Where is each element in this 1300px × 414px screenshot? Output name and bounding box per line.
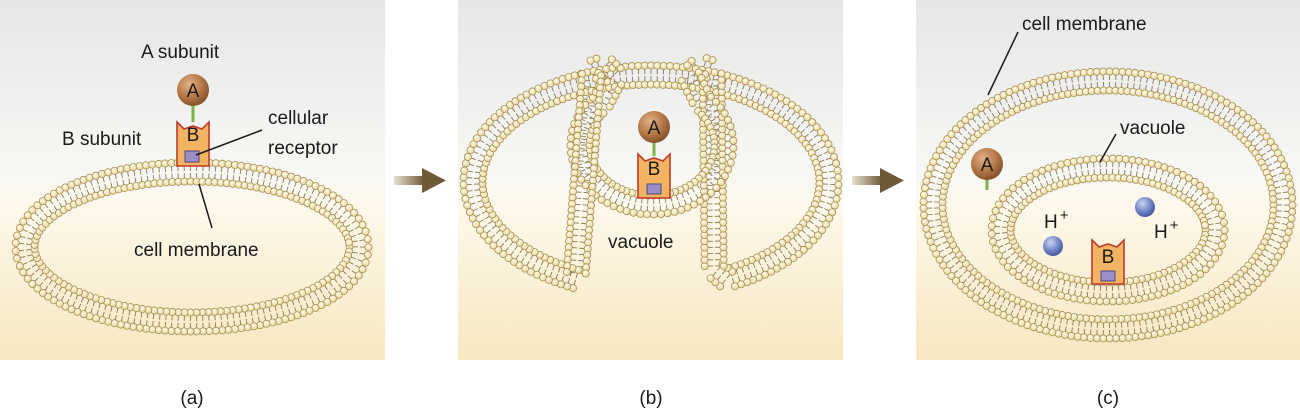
cell-membrane-label-c: cell membrane [1022, 14, 1147, 35]
caption-a: (a) [180, 388, 203, 409]
panel-a-toxin: B A [176, 74, 210, 167]
receptor-label: receptor [268, 138, 338, 159]
panel-c-b-subunit: B [1091, 239, 1125, 285]
process-arrow-1 [394, 168, 446, 193]
vacuole-leader-line-c [1099, 133, 1117, 163]
b-subunit-glyph: B [187, 125, 200, 146]
receptor-b [646, 183, 662, 195]
caption-b: (b) [639, 388, 662, 409]
cell-membrane-leader-line-a [198, 183, 213, 229]
a-subunit-ball [177, 74, 209, 106]
receptor-leader-line [195, 129, 263, 156]
proton-label-1: H+ [1044, 207, 1069, 233]
proton-symbol-1: H [1044, 212, 1058, 233]
a-subunit-ball-b [638, 111, 670, 143]
a-subunit-glyph: A [187, 81, 200, 102]
b-subunit-label: B subunit [62, 129, 142, 150]
cell-membrane-b [459, 54, 843, 293]
svg-text:A: A [981, 155, 994, 176]
panel-b-toxin: B A [637, 111, 671, 199]
a-subunit-glyph-b: A [648, 118, 661, 139]
b-subunit-glyph-c: B [1102, 247, 1115, 268]
vacuole-membrane-c [987, 154, 1229, 306]
proton-ball-2 [1135, 197, 1155, 217]
cell-membrane-a [11, 158, 373, 336]
cellular-receptor [184, 150, 200, 163]
proton-symbol-2: H [1154, 222, 1168, 243]
proton-ball-1 [1043, 236, 1063, 256]
a-subunit-label: A subunit [141, 42, 220, 63]
cell-membrane-label-a: cell membrane [134, 240, 259, 261]
vacuole-label-b: vacuole [608, 232, 674, 253]
process-arrow-2 [852, 168, 904, 193]
receptor-c [1100, 270, 1116, 282]
free-a-subunit: A [971, 148, 1003, 190]
b-subunit-glyph-b: B [648, 159, 661, 180]
cell-membrane-c [919, 67, 1297, 343]
vacuole-label-c: vacuole [1120, 118, 1186, 139]
caption-c: (c) [1097, 388, 1119, 409]
proton-label-2: H+ [1154, 217, 1179, 243]
cellular-label: cellular [268, 108, 329, 129]
cell-membrane-leader-line-c [987, 31, 1019, 96]
